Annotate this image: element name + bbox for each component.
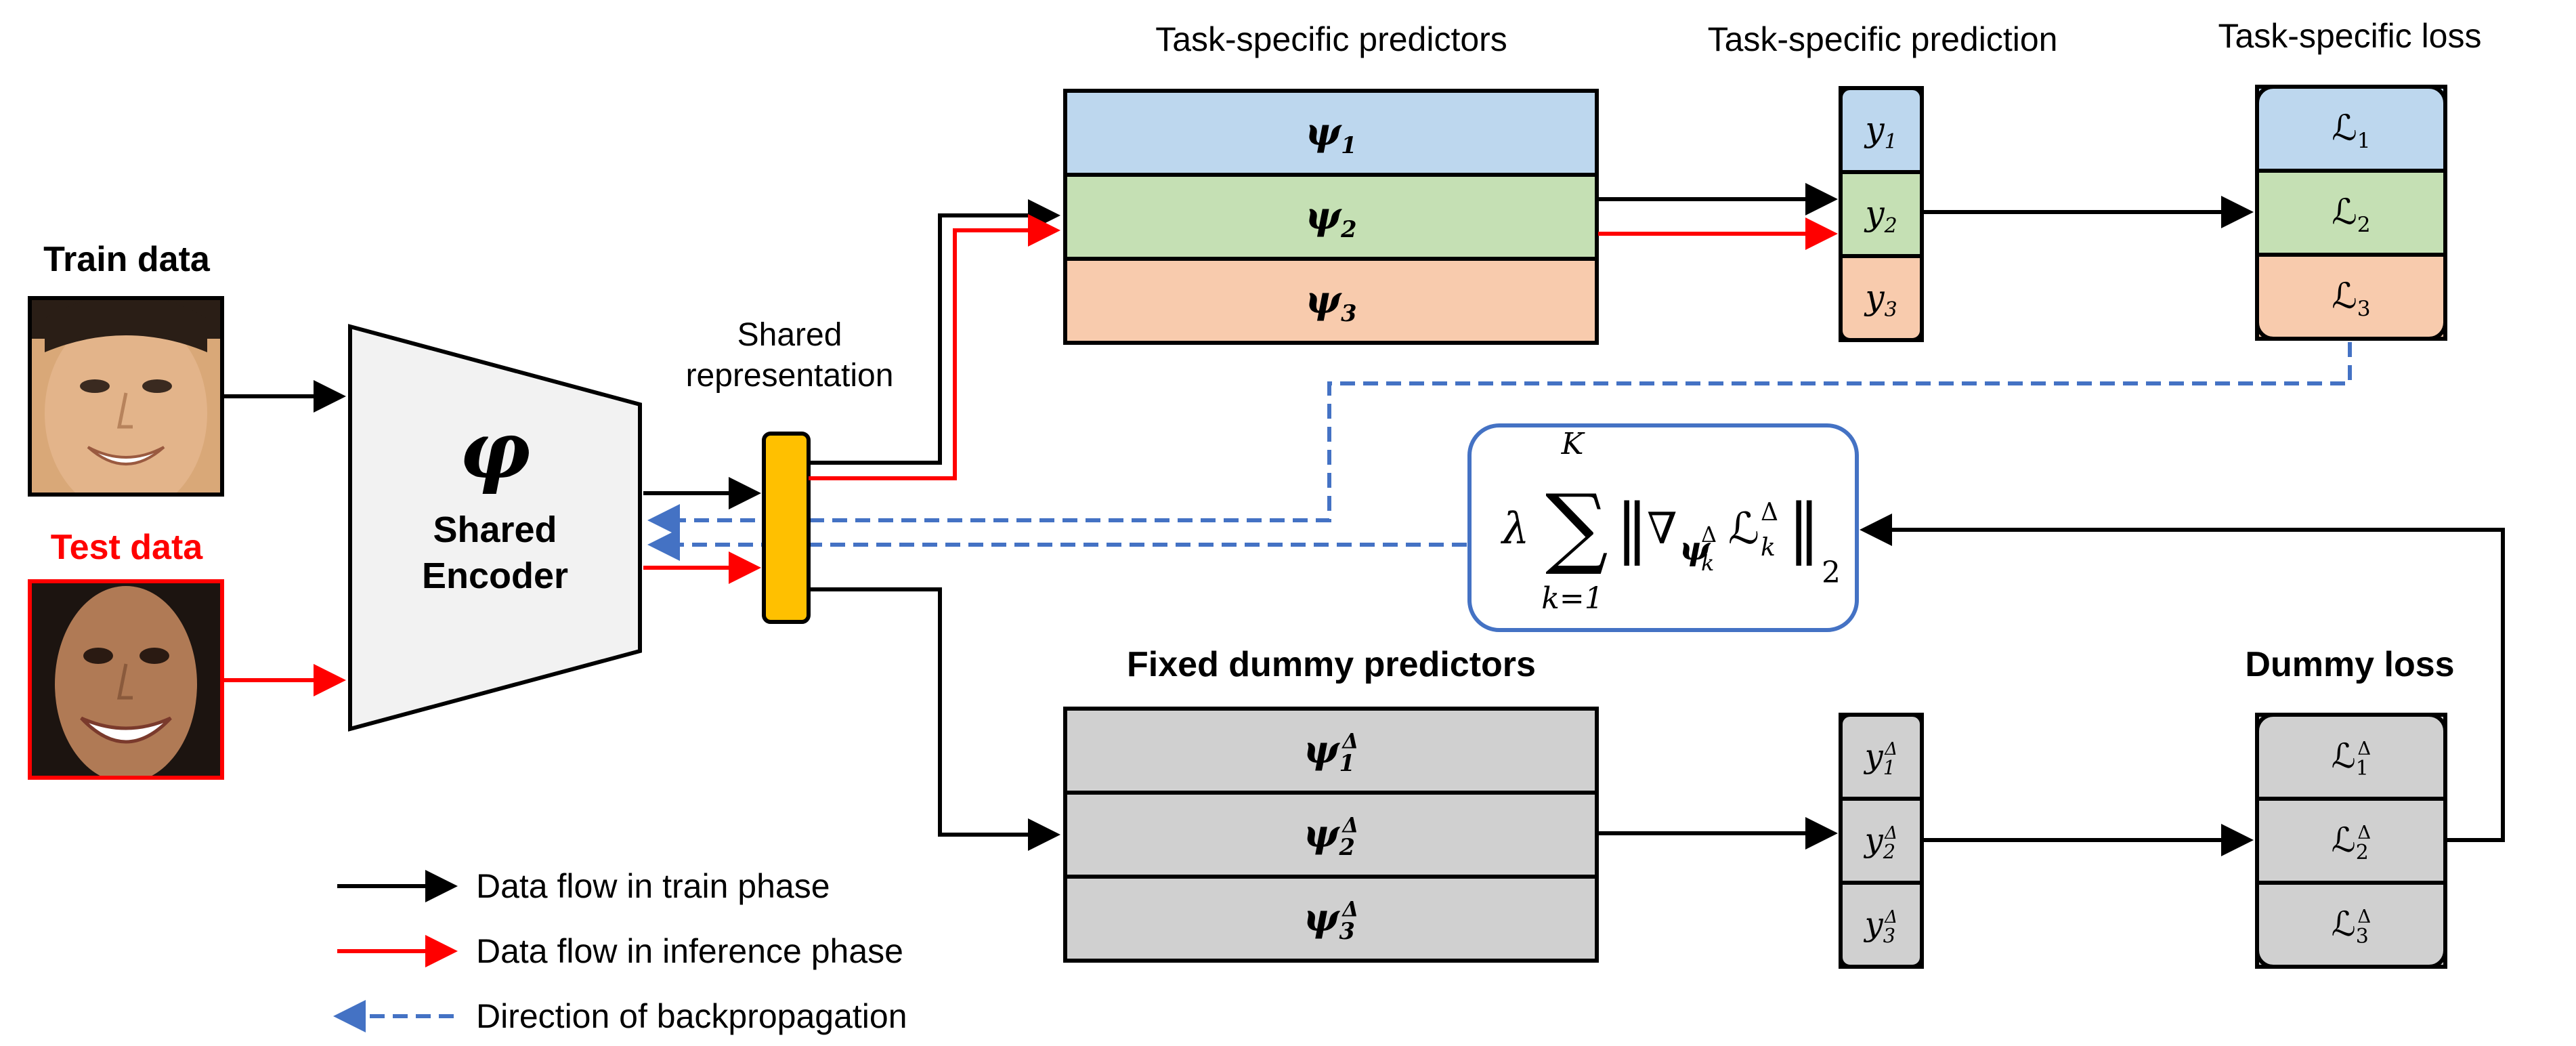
legend-label-3: Direction of backpropagation [476, 997, 907, 1035]
dummy-loss-label-1: ℒ1Δ [2332, 736, 2371, 780]
formula-sum-upper: K [1561, 427, 1585, 461]
dummy-prediction-label-3: y3Δ [1864, 905, 1898, 947]
task-predictor-cell-2 [1063, 173, 1599, 261]
dummy-prediction-label-2: y2Δ [1864, 821, 1898, 863]
task-loss-label-2: ℒ2 [2332, 192, 2370, 237]
train-face-image [30, 298, 222, 495]
dummy-predictor-label-3: ψ3Δ [1304, 896, 1359, 944]
dummy-loss-cell-2 [2255, 797, 2447, 885]
rep-to-task-inference-arrow [809, 214, 1060, 480]
task-loss-label-1: ℒ1 [2332, 108, 2370, 153]
formula-norm-open: ‖ [1616, 490, 1648, 566]
train-face-frame [28, 296, 224, 497]
dummy-loss-title: Dummy loss [2245, 645, 2454, 684]
formula-nabla: ∇ [1647, 504, 1677, 554]
dummy-predictor-label-1: ψ1Δ [1304, 728, 1359, 776]
task-predictor-label-2: ψ2 [1305, 194, 1356, 243]
formula-psi-sub: k [1701, 550, 1714, 576]
shared-representation-label-1: Shared [737, 317, 842, 353]
shared-representation-bar [762, 432, 811, 624]
formula-sum-lower: k=1 [1541, 581, 1604, 616]
formula-sum: ∑ [1545, 475, 1608, 578]
rep-to-task-train-arrow [809, 199, 1060, 465]
test-face-image [30, 581, 222, 778]
task-predictor-cell-1 [1063, 89, 1599, 177]
task-prediction-label-1: y1 [1864, 110, 1897, 154]
backprop-task-loss-arrow [647, 342, 2352, 537]
train-data-label: Train data [43, 240, 211, 279]
task-prediction-label-2: y2 [1864, 194, 1897, 238]
rep-to-dummy-arrow [809, 587, 1060, 851]
dummy-loss-label-3: ℒ3Δ [2332, 904, 2371, 948]
task-loss-frame [2255, 85, 2447, 341]
formula-loss: ℒ [1728, 504, 1759, 554]
task-prediction-title: Task-specific prediction [1708, 20, 2058, 58]
dummy-predictors-group: ψ1Δ ψ2Δ ψ3Δ [1063, 707, 1599, 963]
formula-loss-sup: Δ [1761, 499, 1778, 526]
dummy-loss-label-2: ℒ2Δ [2332, 820, 2371, 864]
task-prediction-label-3: y3 [1864, 278, 1897, 322]
regularization-formula: λ ∑ K k=1 ‖ ∇ ψ Δ k ℒ Δ k ‖ 2 [1500, 427, 1841, 616]
task-predictors-title: Task-specific predictors [1155, 20, 1507, 58]
dummy-predictor-cell-3 [1063, 875, 1599, 963]
formula-norm-close: ‖ [1788, 490, 1820, 566]
dummy-loss-to-formula-arrow [1860, 514, 2505, 842]
legend-label-1: Data flow in train phase [476, 867, 830, 905]
task-predictors-group: ψ1 ψ2 ψ3 [1063, 89, 1599, 345]
dummy-predictor-cell-1 [1063, 707, 1599, 795]
task-loss-cell-2 [2255, 169, 2447, 257]
encoder-symbol: φ [460, 404, 531, 497]
task-predictor-cell-3 [1063, 257, 1599, 345]
dummy-prediction-label-1: y1Δ [1864, 737, 1898, 779]
formula-psi: ψ [1679, 530, 1711, 568]
formula-loss-sub: k [1761, 534, 1776, 562]
regularization-formula-box [1467, 423, 1859, 632]
legend-label-2: Data flow in inference phase [476, 932, 903, 970]
task-predictor-label-1: ψ1 [1305, 110, 1356, 159]
shared-representation-label-2: representation [686, 358, 894, 394]
formula-norm-sub: 2 [1822, 556, 1841, 590]
task-predictions-group: y1 y2 y3 [1839, 86, 1924, 342]
encoder-label-line2: Encoder [422, 556, 568, 596]
encoder-label-line1: Shared [433, 509, 557, 550]
dummy-loss-cell-3 [2255, 881, 2447, 969]
task-loss-label-3: ℒ3 [2332, 276, 2370, 321]
formula-lambda: λ [1500, 504, 1530, 554]
shared-encoder-shape [348, 324, 642, 732]
formula-psi-sup: Δ [1701, 522, 1717, 547]
dummy-prediction-frame [1839, 713, 1924, 969]
dummy-loss-frame [2255, 713, 2447, 969]
task-loss-title: Task-specific loss [2218, 17, 2482, 55]
dummy-predictor-cell-2 [1063, 791, 1599, 879]
dummy-predictions-group: y1Δ y2Δ y3Δ [1839, 713, 1924, 969]
dummy-predictor-label-2: ψ2Δ [1304, 812, 1359, 860]
test-face-frame [28, 579, 224, 780]
dummy-losses-group: ℒ1Δ ℒ2Δ ℒ3Δ [2255, 713, 2447, 969]
test-data-label: Test data [51, 528, 204, 567]
task-prediction-frame [1839, 86, 1924, 342]
task-predictor-label-3: ψ3 [1305, 278, 1356, 327]
dummy-predictors-title: Fixed dummy predictors [1127, 645, 1536, 684]
